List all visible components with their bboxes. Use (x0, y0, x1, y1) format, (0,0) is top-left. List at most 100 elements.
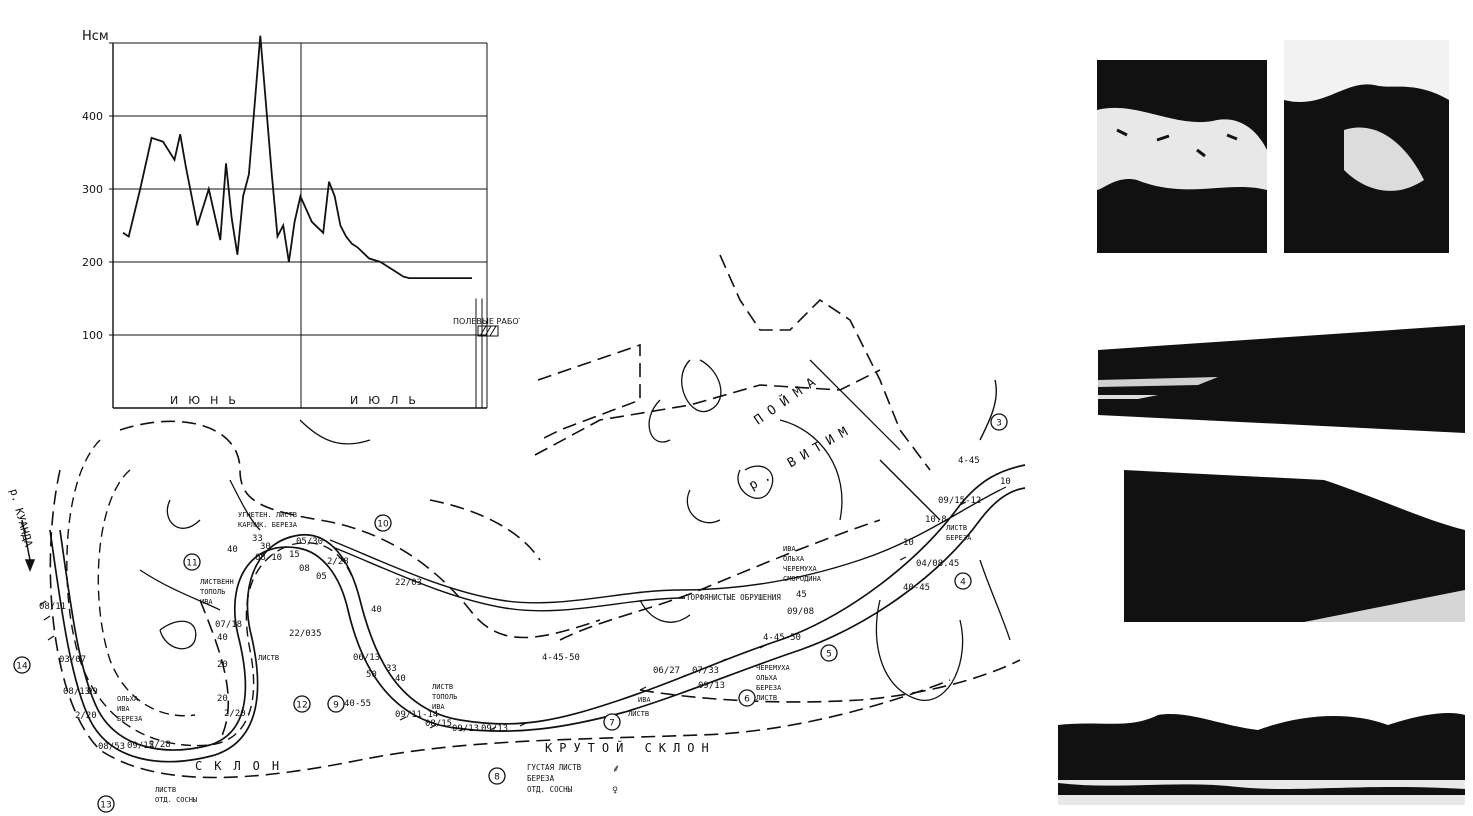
depth-mark: 2/28 (327, 557, 349, 567)
depth-mark: 06/13 (353, 653, 380, 663)
depth-mark: 10 (903, 538, 914, 548)
river-map: р. КУАНДА ПОЙМА р. ВИТИМ КРУТОЙ СКЛОН СК… (7, 254, 1026, 813)
depth-mark: 08/13 (63, 687, 90, 697)
vegetation-note: ЧЕРЕМУХА (783, 565, 818, 573)
vegetation-note: КАРЛИК. БЕРЕЗА (238, 521, 298, 529)
station-marker-7: 7 (603, 713, 621, 731)
station-marker-8: 8 (488, 767, 506, 785)
vegetation-note: БЕРЕЗА (946, 534, 972, 542)
station-number: 9 (333, 701, 339, 711)
depth-mark: 09 (87, 687, 98, 697)
depth-mark: 45 (796, 590, 807, 600)
bank-hatch (39, 486, 1007, 732)
river-channel (49, 464, 1026, 763)
depth-mark: 22/03 (395, 578, 422, 588)
chart-y-tick-label: 200 (82, 256, 103, 269)
station-number: 5 (826, 650, 832, 660)
depth-mark: 33 (252, 534, 263, 544)
depth-mark: 08-10 (255, 553, 282, 563)
station-circle (488, 767, 506, 785)
depth-marks: 4-451009/15-1210.81004/08.4540-454509/08… (39, 456, 1011, 752)
station-number: 10 (377, 520, 389, 530)
vegetation-note: ИВА (432, 703, 445, 711)
station-number: 4 (960, 578, 966, 588)
depth-mark: 2/20 (224, 709, 246, 719)
vegetation-note: ЛИСТВ (628, 710, 649, 718)
depth-mark: 40-55 (344, 699, 371, 709)
depth-mark: 4-45 (958, 456, 980, 466)
station-circle (820, 644, 838, 662)
chart-y-ticks: 100 200 300 400 (82, 110, 103, 342)
depth-mark: 30 (260, 542, 271, 552)
chart-y-tick-label: 300 (82, 183, 103, 196)
depth-mark: 4-45-50 (763, 633, 801, 643)
map-legend: ГУСТАЯ ЛИСТВ БЕРЕЗА ОТД. СОСНЫ ⸙ ♀ (527, 762, 620, 796)
vegetation-note: УГНЕТЕН. ЛИСТВ (238, 511, 297, 519)
depth-mark: 09/11-14 (395, 710, 438, 720)
depth-mark: 08/11 (39, 602, 66, 612)
photo-4 (1124, 470, 1465, 622)
station-number: 8 (494, 773, 500, 783)
station-circle (13, 656, 31, 674)
station-marker-6: 6 (738, 689, 756, 707)
station-number: 11 (186, 559, 197, 569)
depth-mark: 40 (395, 674, 406, 684)
depth-mark: 08/15 (425, 719, 452, 729)
terrace-contours (49, 254, 1021, 779)
station-circle (97, 795, 115, 813)
station-marker-9: 9 (327, 695, 345, 713)
legend-conifer-icon: ⸙ (612, 762, 620, 775)
station-number: 6 (744, 695, 750, 705)
depth-mark: 33 (386, 664, 397, 674)
depth-mark: 08/53 (98, 742, 125, 752)
depth-mark: 09/15-12 (938, 496, 981, 506)
station-marker-12: 12 (293, 695, 311, 713)
station-marker-13: 13 (97, 795, 115, 813)
vegetation-note: ОЛЬХА (756, 674, 778, 682)
depth-mark: 03/07 (59, 655, 86, 665)
depth-mark: 22/035 (289, 629, 322, 639)
depth-mark: 2/28 (149, 740, 171, 750)
meander-envelope (66, 439, 361, 747)
station-circle (603, 713, 621, 731)
depth-mark: 40 (371, 605, 382, 615)
vegetation-note: ИВА (200, 598, 213, 606)
slope-label: СКЛОН (195, 759, 291, 773)
floodplain-label: ПОЙМА (751, 370, 825, 428)
peat-collapse-label: ТОРФЯНИСТЫЕ ОБРУШЕНИЯ (686, 593, 781, 602)
vegetation-note: ТОПОЛЬ (432, 693, 457, 701)
station-circle (990, 413, 1008, 431)
station-number: 13 (100, 801, 111, 811)
depth-mark: 15 (289, 550, 300, 560)
vegetation-note: ОЛЬХА (783, 555, 805, 563)
depth-mark: 50 (366, 670, 377, 680)
field-work-hatch-marker (477, 325, 499, 337)
relief-contours (139, 359, 1011, 701)
depth-mark: 40 (217, 633, 228, 643)
station-number: 3 (996, 419, 1002, 429)
station-marker-5: 5 (820, 644, 838, 662)
station-circle (374, 514, 392, 532)
station-number: 14 (16, 662, 28, 672)
station-number: 7 (609, 719, 615, 729)
depth-mark: 08 (299, 564, 310, 574)
steep-slope-label: КРУТОЙ СКЛОН (545, 740, 716, 755)
station-number: 12 (296, 701, 307, 711)
depth-mark: 09/13 (452, 724, 479, 734)
station-circle (738, 689, 756, 707)
chart-y-tick-label: 400 (82, 110, 103, 123)
vegetation-note: ОЛЬХА (117, 695, 139, 703)
photo-3 (1098, 325, 1465, 433)
chart-y-tick-label: 100 (82, 329, 103, 342)
vitim-river-lines (329, 379, 1001, 612)
legend-birch-icon: ♀ (612, 785, 618, 796)
depth-mark: 09/13 (481, 724, 508, 734)
legend-item-2: БЕРЕЗА (527, 774, 555, 783)
vegetation-note: СМОРОДИНА (783, 575, 822, 583)
vegetation-note: ЛИСТВ (432, 683, 453, 691)
station-marker-4: 4 (954, 572, 972, 590)
vegetation-note: ТОПОЛЬ (200, 588, 225, 596)
vegetation-note: ИВА (783, 545, 796, 553)
depth-mark: 40 (227, 545, 238, 555)
